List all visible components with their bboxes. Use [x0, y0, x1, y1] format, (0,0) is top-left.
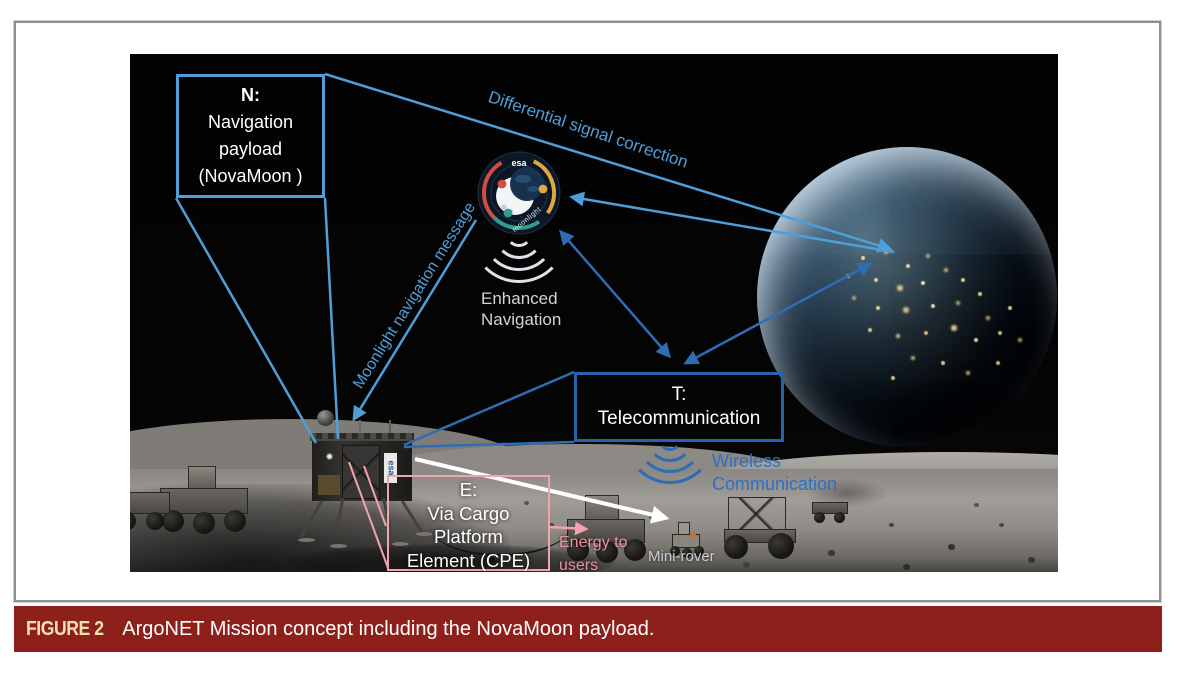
lunar-lander: esa	[298, 406, 433, 556]
wheel	[768, 533, 794, 559]
rover-far-right	[812, 500, 852, 526]
wheel	[567, 539, 589, 561]
power-cable	[430, 526, 570, 556]
figure-number-label: FIGURE 2	[26, 617, 104, 640]
callout-telecom-bottom	[403, 440, 575, 449]
wheel	[694, 546, 704, 556]
lander-deck	[310, 433, 414, 441]
nav-box-line: payload	[218, 139, 283, 159]
mini-rover-marker	[690, 532, 696, 538]
signal-arcs-icon	[470, 185, 568, 283]
mission-concept-figure: esa	[130, 54, 1058, 572]
callout-telecom-top	[403, 370, 575, 447]
cpe-box-letter: E:	[459, 479, 478, 500]
nav-box-letter: N:	[241, 85, 260, 105]
wheel	[146, 512, 164, 530]
connector-overlay	[174, 72, 895, 569]
figure-caption-bar: FIGURE 2 ArgoNET Mission concept includi…	[14, 606, 1162, 652]
rover-large	[724, 497, 808, 559]
callout-cpe-upper	[363, 465, 387, 527]
arrow-satellite-telecom	[559, 229, 671, 359]
nav-box-line: (NovaMoon )	[198, 166, 303, 186]
wheel	[834, 512, 845, 523]
arrow-earth-telecom	[683, 262, 873, 365]
enhanced-navigation-label: Enhanced Navigation	[481, 289, 562, 329]
wheel	[624, 539, 646, 561]
figure-panel: esa	[14, 21, 1161, 602]
wheel	[596, 541, 618, 563]
wheel	[224, 510, 246, 532]
lander-foot	[392, 542, 409, 546]
arrow-diff-signal-to-earth	[324, 72, 893, 253]
lander-light	[326, 453, 333, 460]
lander-shadow	[285, 544, 615, 572]
wheel	[193, 512, 215, 534]
wheel	[682, 548, 692, 558]
earth-image	[757, 147, 1057, 447]
mini-rover-label: Mini-rover	[648, 548, 715, 565]
telecom-box-letter: T:	[671, 384, 687, 405]
callout-nav-left	[174, 197, 318, 444]
wheel	[724, 535, 748, 559]
wheel	[670, 546, 680, 556]
wheel	[814, 512, 825, 523]
lander-foot	[330, 544, 347, 548]
arrow-earth-to-satellite	[569, 191, 895, 254]
nav-box-line: Navigation	[207, 112, 294, 132]
lander-panel	[342, 445, 380, 499]
arrow-nav-message-to-lander	[352, 219, 478, 422]
navigation-payload-box: N: Navigation payload (NovaMoon )	[176, 74, 325, 198]
cargo-platform-box: E: Via Cargo Platform Element (CPE)	[387, 475, 550, 571]
cpe-box-line: Platform	[434, 526, 503, 547]
cpe-box-line: Via Cargo	[427, 502, 510, 524]
callout-nav-right	[323, 197, 340, 440]
telecommunication-box: T: Telecommunication	[574, 372, 784, 442]
esa-wordmark: esa	[511, 158, 527, 168]
lander-foot	[298, 538, 315, 542]
rover-left	[160, 466, 252, 536]
figure-caption-text: ArgoNET Mission concept including the No…	[122, 617, 655, 640]
wireless-communication-label: Wireless Communication	[712, 451, 838, 494]
rover-far-left	[130, 482, 174, 534]
mini-rover	[670, 522, 714, 564]
callout-cpe-lower	[348, 461, 389, 569]
rover-body	[160, 488, 248, 514]
signal-arcs-icon	[625, 394, 715, 484]
lander-foil	[318, 475, 340, 495]
rover-top	[188, 466, 216, 490]
lander-body: esa	[312, 439, 412, 501]
lander-foot	[416, 532, 433, 536]
wheel	[130, 512, 136, 530]
arrow-energy-to-rover	[549, 521, 589, 536]
lander-antenna	[359, 420, 361, 440]
rover-body	[812, 502, 848, 514]
wheel	[162, 510, 184, 532]
lander-dome	[317, 410, 334, 426]
lander-antenna	[389, 420, 391, 440]
arrow-lander-to-minirover	[414, 457, 670, 524]
energy-to-users-label: Energy to users	[559, 534, 628, 572]
rover-mid	[567, 495, 649, 563]
telecom-box-line: Telecommunication	[597, 408, 761, 429]
cpe-box-line: Element (CPE)	[406, 549, 531, 571]
